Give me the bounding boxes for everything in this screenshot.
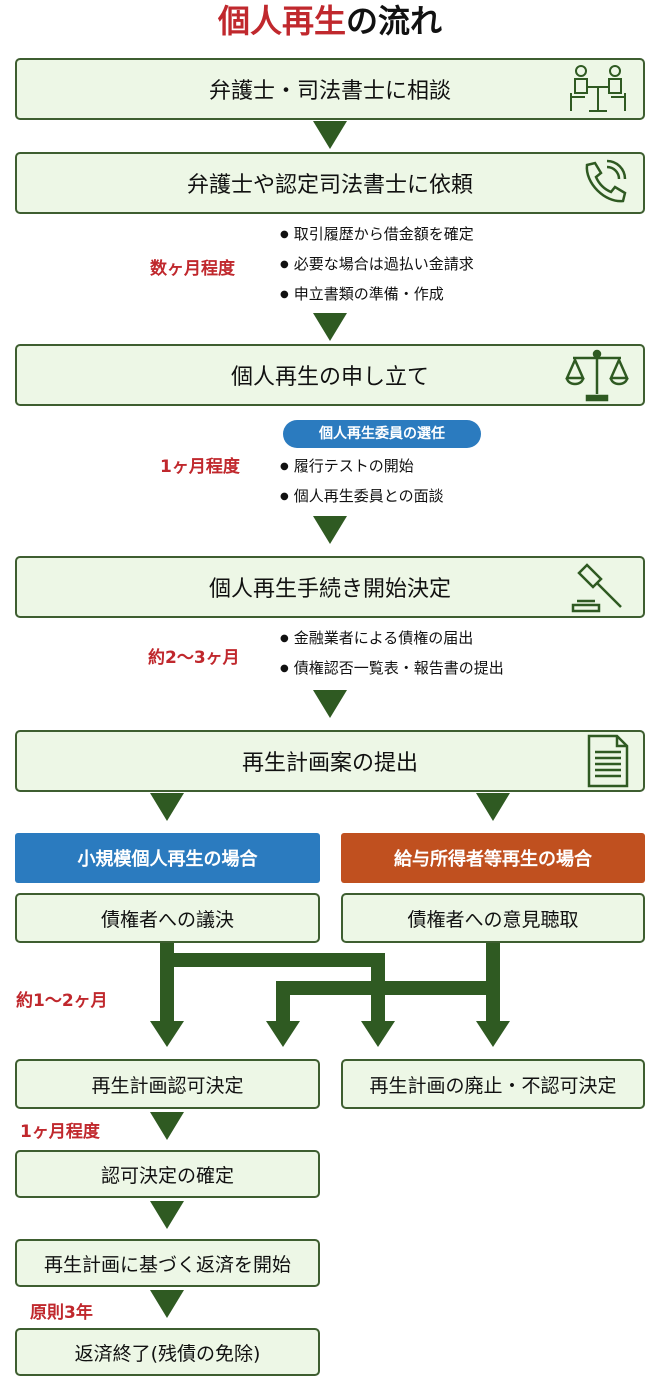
document-icon	[587, 734, 629, 788]
bullet-1-1: 取引履歴から借金額を確定	[280, 224, 474, 245]
arrow-7	[150, 1201, 184, 1229]
bullet-3-2: 債権認否一覧表・報告書の提出	[280, 658, 504, 679]
outcome-rejection: 再生計画の廃止・不認可決定	[341, 1059, 645, 1109]
step-commencement: 個人再生手続き開始決定	[15, 556, 645, 618]
arrow-4	[313, 690, 347, 718]
page-title: 個人再生の流れ	[0, 0, 660, 42]
step-plan-label: 再生計画案の提出	[241, 751, 418, 776]
step-repayment-end: 返済終了(残債の免除)	[15, 1328, 320, 1376]
duration-6: 原則3年	[30, 1303, 93, 1323]
duration-4: 約1〜2ヶ月	[16, 991, 108, 1011]
branch-left-step-label: 債権者への議決	[100, 908, 234, 931]
phone-icon	[585, 159, 627, 203]
pill-commissioner: 個人再生委員の選任	[283, 420, 481, 448]
branch-right-step-label: 債権者への意見聴取	[407, 908, 579, 931]
bullet-3-1: 金融業者による債権の届出	[280, 628, 474, 649]
arrow-5-left	[150, 793, 184, 821]
step-consult: 弁護士・司法書士に相談	[15, 58, 645, 120]
step-repayment-start: 再生計画に基づく返済を開始	[15, 1239, 320, 1287]
bullet-2-2: 個人再生委員との面談	[280, 486, 444, 507]
step-request-label: 弁護士や認定司法書士に依頼	[186, 173, 473, 198]
consult-people-icon	[570, 65, 626, 112]
arrow-1	[313, 121, 347, 149]
branch-left-header-label: 小規模個人再生の場合	[77, 849, 258, 870]
branch-left-step: 債権者への議決	[15, 893, 320, 943]
step-plan-submission: 再生計画案の提出	[15, 730, 645, 792]
arrow-5-right	[476, 793, 510, 821]
bullet-1-3: 申立書類の準備・作成	[280, 284, 444, 305]
branch-right-header: 給与所得者等再生の場合	[341, 833, 645, 883]
step-petition-label: 個人再生の申し立て	[230, 365, 429, 390]
scales-icon	[565, 349, 629, 402]
step-request: 弁護士や認定司法書士に依頼	[15, 152, 645, 214]
gavel-icon	[571, 563, 622, 613]
duration-5: 1ヶ月程度	[20, 1122, 100, 1142]
bullet-2-1: 履行テストの開始	[280, 456, 414, 477]
title-part2: の流れ	[346, 2, 443, 40]
duration-3: 約2〜3ヶ月	[148, 648, 240, 668]
arrow-3	[313, 516, 347, 544]
branch-left-header: 小規模個人再生の場合	[15, 833, 320, 883]
duration-2: 1ヶ月程度	[160, 457, 240, 477]
outcome-rejection-label: 再生計画の廃止・不認可決定	[369, 1074, 617, 1097]
step-confirmation: 認可決定の確定	[15, 1150, 320, 1198]
step-petition: 個人再生の申し立て	[15, 344, 645, 406]
arrow-2	[313, 313, 347, 341]
bullet-1-2: 必要な場合は過払い金請求	[280, 254, 474, 275]
step-commencement-label: 個人再生手続き開始決定	[208, 577, 451, 602]
outcome-approval-label: 再生計画認可決定	[91, 1074, 244, 1097]
step-confirmation-label: 認可決定の確定	[100, 1164, 234, 1187]
branch-right-header-label: 給与所得者等再生の場合	[394, 849, 592, 870]
duration-1: 数ヶ月程度	[150, 259, 235, 279]
branch-connectors	[150, 943, 510, 1047]
branch-right-step: 債権者への意見聴取	[341, 893, 645, 943]
outcome-approval: 再生計画認可決定	[15, 1059, 320, 1109]
arrow-6	[150, 1112, 184, 1140]
step-repayment-label: 再生計画に基づく返済を開始	[43, 1253, 291, 1276]
title-part1: 個人再生	[217, 2, 346, 40]
arrow-8	[150, 1290, 184, 1318]
step-consult-label: 弁護士・司法書士に相談	[208, 79, 451, 104]
step-repayment-end-label: 返済終了(残債の免除)	[74, 1342, 261, 1365]
